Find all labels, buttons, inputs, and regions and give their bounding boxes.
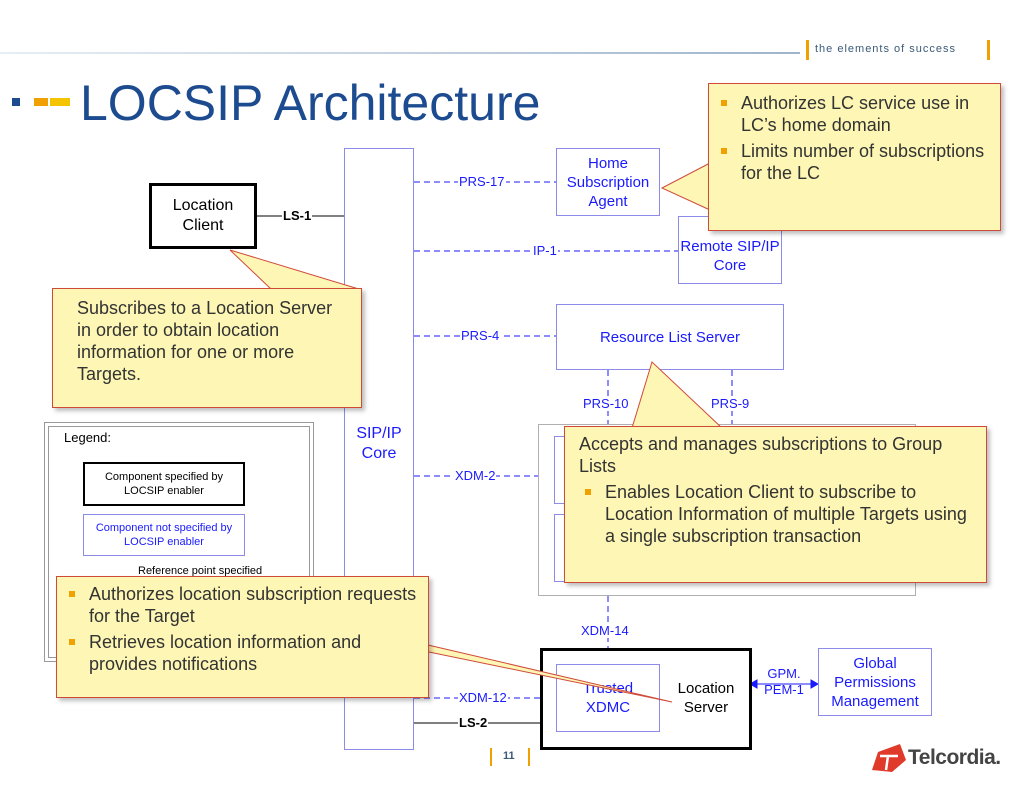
xdm12-label: XDM-12 [458, 690, 508, 705]
title-bullet-yellow [50, 98, 70, 106]
legend-specified-label: Component specified by LOCSIP enabler [104, 471, 223, 497]
page-number-bar-left [490, 748, 492, 766]
tagline: the elements of success [815, 43, 957, 55]
legend-reference-label: Reference point specified [138, 565, 263, 577]
location-server-label-wrap: Location Server [664, 664, 748, 732]
ls2-label: LS-2 [458, 715, 489, 730]
header-bar-left [806, 40, 809, 60]
callout-bullet: Enables Location Client to subscribe to … [579, 481, 974, 547]
gpm-pem1-label: GPM. PEM-1 [764, 666, 804, 697]
location-client-box: Location Client [149, 183, 257, 249]
home-agent-box: Home Subscription Agent [556, 148, 660, 216]
location-server-label: Location Server [677, 680, 735, 716]
remote-core-label: Remote SIP/IP Core [680, 238, 780, 274]
callout-rls-intro: Accepts and manages subscriptions to Gro… [579, 434, 943, 476]
callout-location-server: Authorizes location subscription request… [56, 576, 429, 698]
legend-not-specified-label: Component not specified by LOCSIP enable… [95, 522, 233, 548]
prs10-label: PRS-10 [582, 396, 630, 411]
home-agent-label: Home Subscription Agent [566, 154, 650, 210]
legend-title: Legend: [64, 430, 111, 445]
header-bar-right [987, 40, 990, 60]
rls-label: Resource List Server [599, 328, 741, 346]
gpm-label: Global Permissions Management [831, 654, 919, 710]
page-number: 11 [503, 750, 515, 762]
legend-not-specified-box: Component not specified by LOCSIP enable… [83, 514, 245, 556]
xdm2-label: XDM-2 [454, 468, 497, 483]
callout-bullet: Retrieves location information and provi… [63, 631, 418, 675]
xdm14-label: XDM-14 [580, 623, 630, 638]
rls-box: Resource List Server [556, 304, 784, 370]
location-client-label: Location Client [172, 197, 234, 234]
prs4-label: PRS-4 [460, 328, 501, 343]
title-bullet-blue [12, 98, 20, 106]
ip1-label: IP-1 [532, 243, 558, 258]
page-title: LOCSIP Architecture [80, 75, 541, 131]
callout-bullet: Limits number of subscriptions for the L… [715, 140, 990, 184]
prs9-label: PRS-9 [710, 396, 751, 411]
gpm-pem1-label-wrap: GPM. PEM-1 [756, 664, 812, 700]
callout-rls: Accepts and manages subscriptions to Gro… [564, 426, 987, 583]
callout-home-agent-list: Authorizes LC service use in LC’s home d… [715, 92, 990, 184]
telcordia-logo-text: Telcordia. [908, 746, 1001, 769]
callout-location-client: Subscribes to a Location Server in order… [52, 288, 362, 408]
ls1-label: LS-1 [282, 208, 313, 223]
callout-home-agent: Authorizes LC service use in LC’s home d… [708, 83, 1001, 231]
callout-rls-list: Enables Location Client to subscribe to … [579, 481, 974, 547]
title-bullet-orange [34, 98, 48, 106]
page-number-bar-right [528, 748, 530, 766]
callout-location-server-list: Authorizes location subscription request… [63, 583, 418, 675]
prs17-label: PRS-17 [458, 174, 506, 189]
callout-bullet: Authorizes LC service use in LC’s home d… [715, 92, 990, 136]
legend-specified-box: Component specified by LOCSIP enabler [83, 462, 245, 506]
callout-location-client-text: Subscribes to a Location Server in order… [77, 298, 333, 384]
gpm-box: Global Permissions Management [818, 648, 932, 716]
callout-bullet: Authorizes location subscription request… [63, 583, 418, 627]
sip-core-label: SIP/IP Core [356, 425, 402, 462]
header-rule [0, 52, 800, 54]
